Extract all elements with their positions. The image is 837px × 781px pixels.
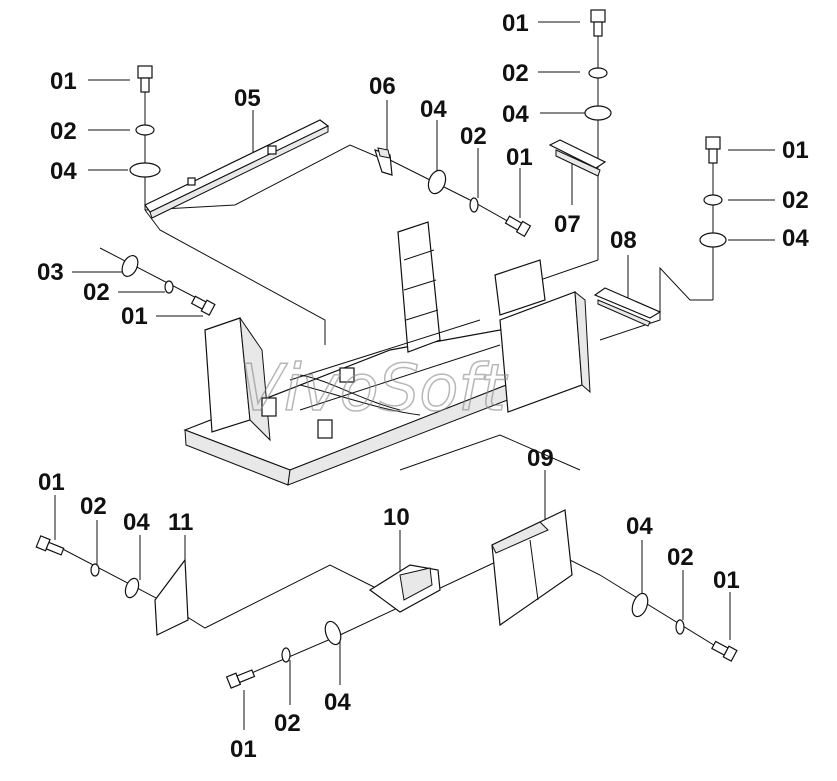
label-01: 01 — [502, 10, 529, 37]
washer-icon — [699, 232, 727, 248]
washer-icon — [124, 577, 140, 599]
label-02: 02 — [502, 60, 529, 87]
label-05: 05 — [234, 85, 261, 112]
washer-icon — [703, 194, 723, 206]
part-labels: 01 02 04 05 06 04 02 01 01 02 04 07 01 0… — [37, 10, 809, 763]
fasteners — [35, 9, 738, 689]
label-02: 02 — [50, 118, 77, 145]
panel-09-icon — [491, 509, 573, 627]
plate-11-icon — [154, 558, 189, 636]
label-01: 01 — [121, 303, 148, 330]
washer-icon — [469, 197, 479, 213]
bolt-icon — [705, 136, 721, 164]
washer-icon — [135, 124, 155, 136]
label-02: 02 — [83, 279, 110, 306]
watermark-text: VivoSoft — [240, 352, 509, 426]
label-02: 02 — [460, 123, 487, 150]
label-02: 02 — [667, 544, 694, 571]
label-01: 01 — [506, 144, 533, 171]
label-10: 10 — [383, 504, 410, 531]
bolt-icon — [590, 9, 606, 37]
label-09: 09 — [527, 445, 554, 472]
label-02: 02 — [782, 187, 809, 214]
main-frame-icon — [183, 221, 591, 486]
label-04: 04 — [420, 96, 447, 123]
washer-icon — [281, 647, 291, 663]
bracket-08-icon — [593, 287, 662, 327]
washer-icon — [324, 620, 342, 646]
washer-icon — [164, 280, 174, 294]
bracket-05-icon — [144, 119, 330, 219]
label-02: 02 — [274, 710, 301, 737]
label-03: 03 — [37, 259, 64, 286]
washer-icon — [129, 162, 161, 178]
bolt-icon — [137, 65, 153, 93]
label-04: 04 — [782, 225, 809, 252]
label-02: 02 — [80, 493, 107, 520]
bolt-icon — [190, 295, 216, 316]
washer-icon — [588, 67, 608, 79]
bolt-icon — [35, 535, 65, 556]
washer-icon — [584, 105, 612, 121]
label-06: 06 — [369, 73, 396, 100]
label-11: 11 — [168, 509, 193, 536]
washer-icon — [675, 619, 685, 635]
bolt-icon — [711, 640, 738, 662]
washer-icon — [631, 592, 649, 618]
washer-icon — [427, 169, 447, 195]
label-04: 04 — [123, 509, 150, 536]
bolt-icon — [504, 215, 532, 238]
bolt-icon — [225, 669, 256, 689]
label-08: 08 — [610, 227, 637, 254]
label-04: 04 — [50, 158, 77, 185]
label-01: 01 — [38, 469, 65, 496]
label-01: 01 — [782, 137, 809, 164]
label-04: 04 — [324, 689, 351, 716]
bracket-07-icon — [548, 139, 607, 177]
label-01: 01 — [50, 68, 77, 95]
label-04: 04 — [626, 513, 653, 540]
label-07: 07 — [554, 211, 581, 238]
washer-icon — [90, 563, 100, 577]
bracket-10-icon — [368, 564, 441, 613]
bracket-06-icon — [374, 147, 393, 176]
label-01: 01 — [230, 736, 257, 763]
label-04: 04 — [502, 101, 529, 128]
parts — [144, 119, 662, 636]
washer-icon — [121, 255, 139, 277]
label-01: 01 — [713, 567, 740, 594]
